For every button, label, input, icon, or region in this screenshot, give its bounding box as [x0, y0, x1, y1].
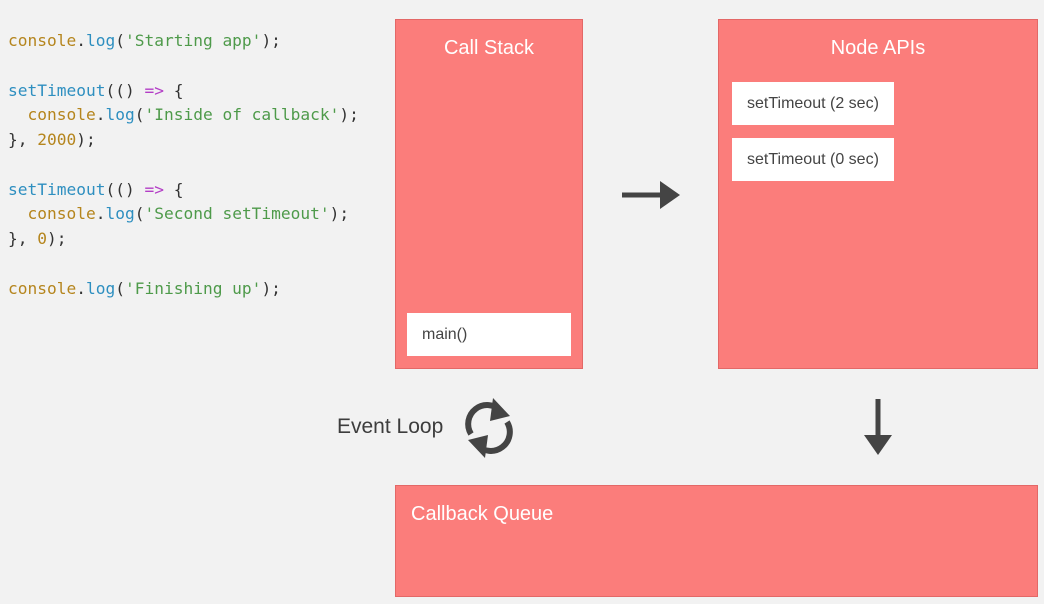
code-token: console	[27, 105, 96, 125]
arrow-down-icon	[864, 399, 892, 455]
code-token: log	[105, 105, 135, 125]
code-token: .	[76, 278, 86, 298]
code-token: .	[76, 31, 86, 50]
code-token: {	[163, 80, 184, 100]
code-line: console.log('Second setTimeout');	[8, 202, 359, 227]
code-line: console.log('Finishing up');	[8, 277, 359, 302]
code-line: console.log('Inside of callback');	[8, 103, 359, 128]
code-token: 0	[37, 229, 47, 248]
code-token: (	[134, 204, 145, 224]
code-token: (()	[105, 179, 145, 199]
code-token: 'Finishing up'	[124, 278, 262, 298]
code-token: );	[261, 31, 281, 50]
code-token: log	[85, 31, 116, 50]
arrow-right-icon	[622, 181, 680, 209]
code-line: }, 2000);	[8, 128, 359, 153]
event-loop-label: Event Loop	[337, 415, 444, 438]
code-token: 'Inside of callback'	[144, 105, 340, 125]
code-token: console	[27, 204, 96, 224]
code-line	[8, 153, 359, 178]
code-token: (	[115, 278, 125, 298]
code-token	[8, 204, 28, 223]
code-token: (	[134, 105, 145, 125]
callback-queue-title: Callback Queue	[411, 503, 554, 525]
node-api-item: setTimeout (0 sec)	[732, 138, 894, 181]
code-line: }, 0);	[8, 227, 359, 252]
code-token: =>	[144, 80, 164, 100]
code-token: =>	[144, 179, 164, 199]
code-token: setTimeout	[8, 179, 106, 199]
code-token: },	[8, 130, 38, 149]
code-snippet: console.log('Starting app');setTimeout((…	[8, 29, 359, 301]
code-line: setTimeout(() => {	[8, 79, 359, 104]
refresh-icon	[465, 398, 513, 458]
code-token: 'Second setTimeout'	[144, 204, 330, 224]
code-token: );	[329, 204, 350, 224]
code-token: console	[8, 31, 77, 50]
callback-queue-panel: Callback Queue	[395, 485, 1038, 597]
call-stack-panel: Call Stack main()	[395, 19, 583, 369]
code-token: );	[339, 105, 359, 125]
node-apis-title: Node APIs	[830, 37, 926, 59]
code-line	[8, 54, 359, 79]
node-api-item: setTimeout (2 sec)	[732, 82, 894, 125]
code-token: (	[115, 31, 125, 50]
code-line	[8, 252, 359, 277]
code-token: );	[47, 229, 67, 248]
code-token: console	[8, 278, 77, 298]
code-line: setTimeout(() => {	[8, 178, 359, 203]
code-token: 2000	[37, 130, 77, 149]
code-token: );	[261, 278, 281, 298]
code-token: {	[163, 179, 184, 199]
code-token: log	[105, 204, 135, 224]
code-token: 'Starting app'	[124, 31, 262, 50]
code-token: .	[95, 204, 106, 224]
code-token: );	[76, 130, 96, 149]
node-apis-panel: Node APIs setTimeout (2 sec) setTimeout …	[718, 19, 1038, 369]
code-token: .	[95, 105, 106, 125]
call-stack-title: Call Stack	[443, 37, 535, 59]
code-token: log	[85, 278, 116, 298]
call-stack-item-main: main()	[407, 313, 571, 356]
code-token: (()	[105, 80, 145, 100]
code-token	[8, 105, 28, 124]
code-token: setTimeout	[8, 80, 106, 100]
code-line: console.log('Starting app');	[8, 29, 359, 54]
code-token: },	[8, 229, 38, 248]
